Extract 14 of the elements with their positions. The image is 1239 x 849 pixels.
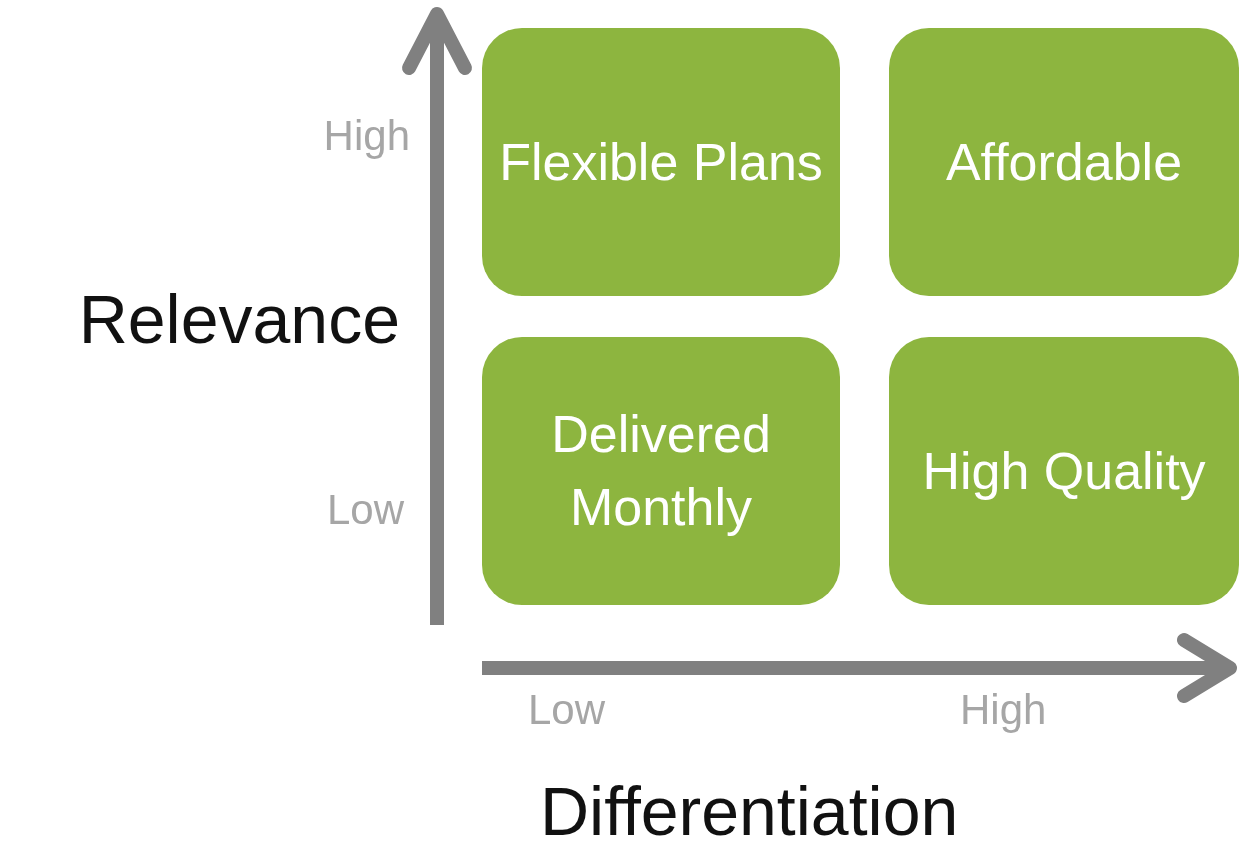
quadrant-label: Flexible Plans (499, 131, 823, 193)
quadrant-box (889, 337, 1239, 605)
quadrant-label: Delivered Monthly (550, 404, 772, 538)
quadrant-box (482, 28, 840, 296)
axis-tick-label: Low (326, 486, 404, 534)
axis-title: Relevance (78, 280, 400, 358)
axis-tick-label: High (960, 686, 1047, 734)
quadrant-box (482, 337, 840, 605)
axis-title: Differentiation (540, 772, 959, 849)
axis-tick-label: Low (528, 686, 606, 734)
quadrant-label: Affordable (945, 131, 1183, 193)
quadrant-label: High Quality (922, 440, 1206, 502)
quadrant-box (889, 28, 1239, 296)
axis-tick-label: High (323, 112, 410, 160)
